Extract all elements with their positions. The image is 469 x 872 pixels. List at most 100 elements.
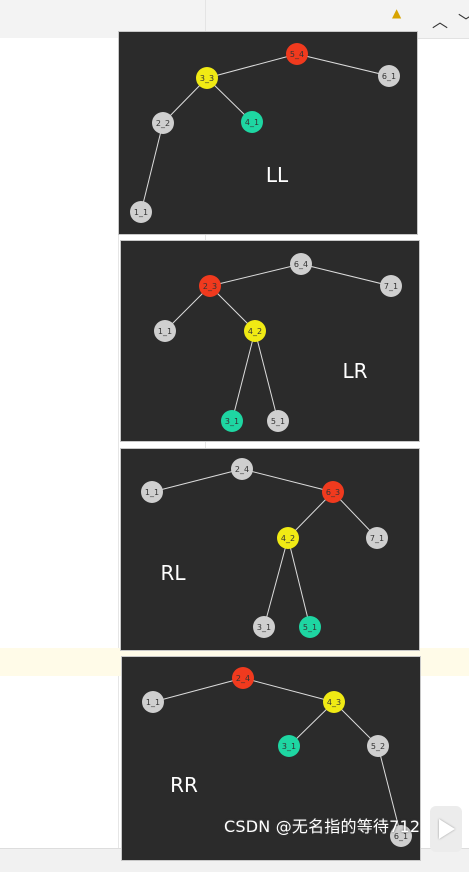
chevron-up-icon[interactable]: ︿ [432,12,449,31]
tree-node: 1_1 [130,201,152,223]
tree-node-label: 3_3 [200,74,214,83]
tree-edge [206,53,298,79]
tree-node-label: 5_2 [371,742,385,751]
ll-rotation-diagram: 5_4 3_3 6_1 2_2 4_1 1_1 LL [130,43,400,223]
tree-node-circle [322,481,344,503]
tree-node-label: 4_2 [281,534,295,543]
tree-edge [377,745,402,837]
rotation-type-label: LL [266,163,289,187]
tree-edge [151,468,243,493]
tree-node-label: 2_3 [203,282,217,291]
tree-node-label: 6_4 [294,260,308,269]
panel-ll: 5_4 3_3 6_1 2_2 4_1 1_1 LL [119,32,417,234]
tree-node-label: 1_1 [146,698,160,707]
tree-node: 5_1 [267,410,289,432]
tree-node-circle [241,111,263,133]
play-icon [439,819,455,839]
tree-node: 7_1 [366,527,388,549]
tree-node-circle [232,667,254,689]
tree-node-label: 3_1 [282,742,296,751]
tree-node-label: 3_1 [257,623,271,632]
tree-edge [287,537,311,628]
tree-node: 6_4 [290,253,312,275]
tree-node: 2_4 [231,458,253,480]
tree-node: 5_4 [286,43,308,65]
tree-node-circle [378,65,400,87]
tree-node-label: 5_1 [303,623,317,632]
tree-node: 2_3 [199,275,221,297]
tree-node: 4_1 [241,111,263,133]
tree-node-label: 2_2 [156,119,170,128]
tree-node-circle [142,691,164,713]
rl-rotation-diagram: 2_4 1_1 6_3 4_2 7_1 3_1 5_1 RL [141,458,388,638]
tree-edge [241,468,334,493]
tree-node-circle [367,735,389,757]
tree-node-circle [277,527,299,549]
tree-node: 5_2 [367,735,389,757]
tree-node-circle [390,825,412,847]
tree-node-circle [154,320,176,342]
tree-node-label: 6_1 [394,832,408,841]
tree-edge [242,677,335,703]
tree-node: 4_3 [323,691,345,713]
tree-node: 6_1 [390,825,412,847]
tree-node: 2_4 [232,667,254,689]
tree-edge [300,263,392,287]
tree-node-label: 1_1 [134,208,148,217]
tree-node-circle [323,691,345,713]
tree-node: 6_1 [378,65,400,87]
panel-rl: 2_4 1_1 6_3 4_2 7_1 3_1 5_1 RL [121,449,419,650]
tree-edge [209,263,302,287]
tree-node-label: 2_4 [235,465,249,474]
tree-node-circle [380,275,402,297]
tree-node-circle [253,616,275,638]
tree-node: 2_2 [152,112,174,134]
tree-node-label: 6_3 [326,488,340,497]
tree-node: 1_1 [142,691,164,713]
tree-node-label: 4_3 [327,698,341,707]
tree-node-label: 7_1 [384,282,398,291]
tree-node-circle [286,43,308,65]
tree-node: 4_2 [277,527,299,549]
tree-node: 3_1 [221,410,243,432]
tree-node: 1_1 [154,320,176,342]
tree-node: 3_3 [196,67,218,89]
tree-node: 5_1 [299,616,321,638]
tree-node-label: 6_1 [382,72,396,81]
tree-node-label: 3_1 [225,417,239,426]
tree-node-label: 7_1 [370,534,384,543]
tree-node-circle [366,527,388,549]
tree-node-label: 1_1 [145,488,159,497]
tree-node-label: 5_1 [271,417,285,426]
tree-node-label: 4_1 [245,118,259,127]
rotation-type-label: RL [160,561,186,585]
tree-node-circle [130,201,152,223]
tree-node-circle [290,253,312,275]
tree-node: 7_1 [380,275,402,297]
tree-edge [231,330,256,422]
tree-node: 6_3 [322,481,344,503]
rotation-type-label: LR [342,359,367,383]
tree-node-circle [196,67,218,89]
tree-node: 3_1 [253,616,275,638]
tree-node-circle [152,112,174,134]
play-button[interactable] [430,806,462,852]
tree-edge [152,677,244,703]
tree-node-circle [221,410,243,432]
chevron-down-icon[interactable]: ﹀ [458,8,469,32]
csdn-watermark: CSDN @无名指的等待712 [224,817,421,836]
tree-node-circle [141,481,163,503]
tree-node: 1_1 [141,481,163,503]
tree-edge [140,122,164,213]
tree-node-circle [231,458,253,480]
tree-edge [254,330,279,422]
tree-node-circle [299,616,321,638]
tree-edge [296,53,390,77]
left-pane [0,38,119,871]
tree-node-label: 2_4 [236,674,250,683]
tree-node-circle [199,275,221,297]
tree-node: 3_1 [278,735,300,757]
